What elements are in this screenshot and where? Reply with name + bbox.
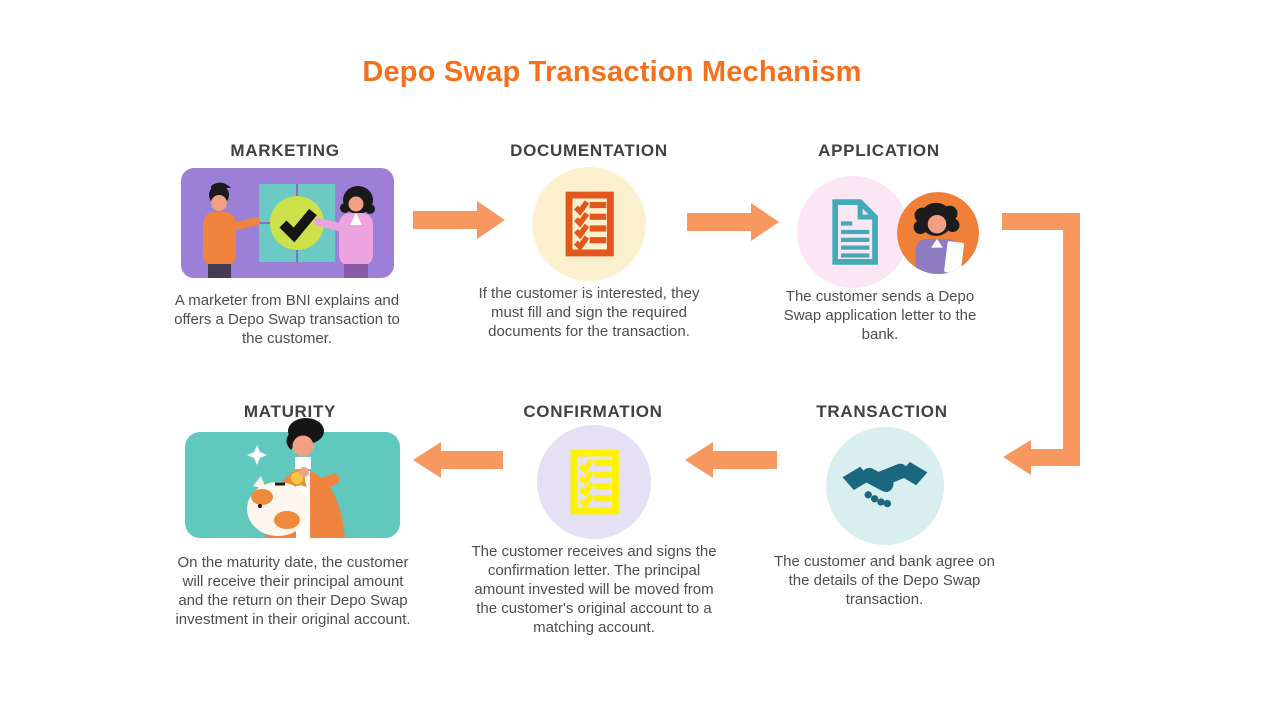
step-label-transaction: TRANSACTION: [816, 402, 948, 421]
flow-arrow-right-1: [413, 201, 505, 244]
checklist-icon: [570, 449, 619, 515]
piggy-bank-icon: [185, 418, 400, 538]
checklist-icon: [565, 191, 614, 257]
flow-connector-down: [1000, 205, 1085, 485]
flow-arrow-left-1: [685, 442, 777, 483]
document-icon: [832, 199, 878, 265]
customer-avatar: [897, 192, 979, 274]
step-desc-marketing: A marketer from BNI explains and offers …: [174, 292, 400, 347]
step-desc-application: The customer sends a Depo Swap applicati…: [783, 288, 977, 343]
step-desc-maturity: On the maturity date, the customer will …: [175, 554, 411, 628]
step-label-maturity: MATURITY: [243, 402, 337, 421]
step-label-documentation: DOCUMENTATION: [510, 141, 668, 160]
page-title: Depo Swap Transaction Mechanism: [362, 56, 862, 88]
step-desc-confirmation: The customer receives and signs the conf…: [471, 543, 717, 636]
people-with-puzzle-icon: [181, 168, 394, 278]
transaction-badge: [826, 427, 944, 545]
step-label-marketing: MARKETING: [230, 141, 340, 160]
step-label-confirmation: CONFIRMATION: [523, 402, 663, 421]
person-with-letter-icon: [897, 192, 979, 274]
flow-arrow-right-2: [687, 203, 779, 246]
step-desc-transaction: The customer and bank agree on the detai…: [774, 553, 995, 608]
step-desc-documentation: If the customer is interested, they must…: [478, 285, 700, 340]
application-badge: [797, 176, 909, 288]
flow-arrow-left-2: [413, 442, 503, 483]
confirmation-badge: [537, 425, 651, 539]
handshake-icon: [842, 462, 928, 508]
marketing-illustration: [181, 168, 394, 283]
maturity-illustration: [185, 416, 400, 543]
documentation-badge: [532, 167, 646, 281]
step-label-application: APPLICATION: [818, 141, 940, 160]
